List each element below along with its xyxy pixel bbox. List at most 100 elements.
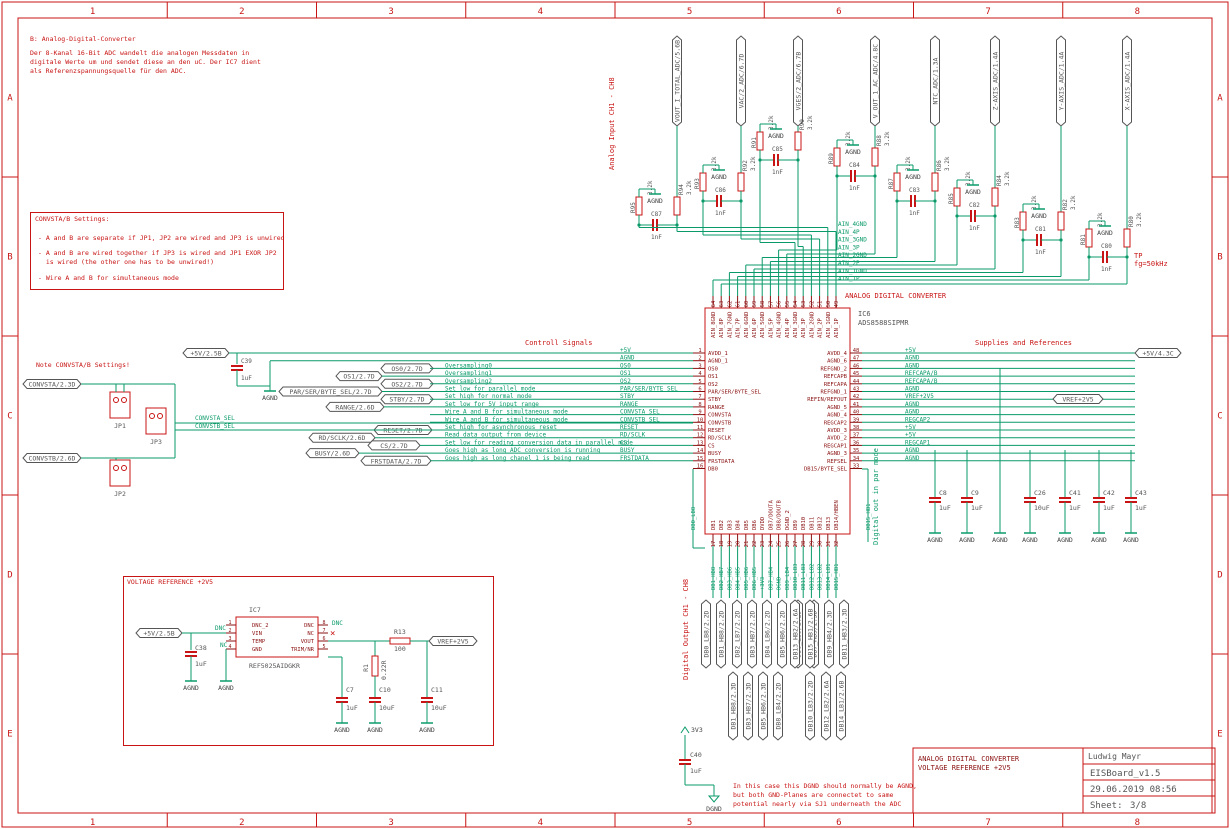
ctrl-net-label: RANGE bbox=[620, 401, 638, 408]
jumper-pin bbox=[121, 397, 127, 403]
analog-input-port-shape bbox=[990, 35, 1000, 127]
dgnd-label: DGND bbox=[706, 805, 722, 813]
ctrl-net-label: RD/SCLK bbox=[620, 432, 646, 439]
jumper-ref: JP3 bbox=[150, 438, 162, 446]
supply-net-label: REFCAPA/B bbox=[905, 378, 938, 385]
analog-rtop-value: 3.2k bbox=[1070, 195, 1077, 210]
adc-left-pin-number: 15 bbox=[697, 456, 704, 462]
supply-net-label: AGND bbox=[905, 455, 920, 462]
adc-right-pin-name: REFCAPA bbox=[824, 382, 848, 388]
ctrl-net-label: PAR/SER/BYTE_SEL bbox=[620, 386, 678, 393]
digital-port-top-shape bbox=[747, 599, 757, 669]
analog-rtop-value: 3.2k bbox=[807, 115, 814, 130]
ain-net-label: AIN_1GND bbox=[838, 268, 867, 275]
adc-top-pin-number: 58 bbox=[760, 301, 766, 308]
plus5v-port: +5V/2.5B bbox=[190, 350, 221, 358]
adc-right-pin-number: 34 bbox=[853, 456, 860, 462]
ctrl-description: Set low for 5V input range bbox=[445, 401, 539, 408]
adc-right-pin-name: REFCAPB bbox=[824, 374, 848, 380]
ain-net-label: AIN_3GND bbox=[838, 237, 867, 244]
vref-out-port-shape bbox=[428, 636, 478, 646]
vref-out-port: VREF+2V5 bbox=[437, 638, 468, 646]
adc-top-pin-number: 50 bbox=[826, 301, 832, 308]
v3v3-arrow bbox=[680, 726, 690, 734]
control-port: OS0/2.7D bbox=[391, 365, 422, 373]
convsta-port: CONVSTA/2.3D bbox=[29, 381, 76, 389]
col-label-bottom: 7 bbox=[985, 818, 990, 828]
analog-rbot-value: 3.2k bbox=[905, 156, 912, 171]
analog-input-port-shape bbox=[1056, 35, 1066, 127]
analog-rbot-value: 3.2k bbox=[1097, 212, 1104, 227]
ic7-right-number: 6 bbox=[322, 636, 325, 642]
analog-rtop-value: 3.2k bbox=[884, 131, 891, 146]
jumper-pin bbox=[113, 465, 119, 471]
col-label-bottom: 5 bbox=[687, 818, 692, 828]
adc-bottom-net-label: DB3_HB6 bbox=[727, 567, 733, 590]
analog-rtop-ref: R80 bbox=[1128, 216, 1135, 227]
ctrl-description: Wire A and B for simultaneous mode bbox=[445, 409, 568, 416]
digital-port-bottom-shape bbox=[743, 671, 753, 741]
analog-input-port-shape bbox=[870, 35, 880, 127]
vref-cap-ref: C10 bbox=[379, 686, 391, 694]
r1-ref: R1 bbox=[362, 664, 370, 672]
adc-bottom-pin-name: DB10 bbox=[801, 517, 807, 530]
adc-left-pin-name: RANGE bbox=[708, 405, 725, 411]
title-author: Ludwig Mayr bbox=[1088, 752, 1141, 761]
title-date: 29.06.2019 08:56 bbox=[1090, 785, 1177, 795]
adc-right-pin-number: 39 bbox=[853, 417, 860, 423]
analog-cap-value: 1nF bbox=[715, 210, 726, 217]
adc-left-pin-name: CONVSTA bbox=[708, 413, 732, 419]
supply-references: +5VAGNDAGNDREFCAPA/BREFCAPA/BAGNDVREF+2V… bbox=[862, 347, 1182, 544]
ic7-right-number: 8 bbox=[322, 620, 325, 626]
convst-rule-2: - A and B are wired together if JP3 is w… bbox=[38, 249, 277, 266]
v3v3-label: 3V3 bbox=[691, 726, 703, 734]
adc-left-pin-number: 10 bbox=[697, 417, 704, 423]
adc-left-pin-name: CONVSTB bbox=[708, 420, 732, 426]
ic7-right-name: VOUT bbox=[301, 639, 315, 645]
c38-value: 1uF bbox=[195, 660, 207, 668]
ic7-right-number: 7 bbox=[322, 628, 325, 634]
ic7-dnc-left: DNC bbox=[215, 625, 226, 632]
col-label-top: 6 bbox=[836, 7, 841, 17]
adc-left-pin-number: 4 bbox=[698, 371, 702, 377]
adc-right-pin-number: 38 bbox=[853, 425, 860, 431]
vref-cap-ref: C11 bbox=[431, 686, 443, 694]
agnd-label: AGND bbox=[965, 188, 981, 196]
c39-ref: C39 bbox=[241, 358, 252, 365]
adc-left-pin-number: 8 bbox=[698, 402, 701, 408]
analog-rtop-resistor bbox=[991, 187, 999, 207]
adc-bottom-pin-name: DB6 bbox=[752, 520, 758, 530]
adc-left-pin-name: RESET bbox=[708, 428, 725, 434]
convstb-port-shape bbox=[22, 453, 82, 463]
analog-input-port: VAC/2_ADC/6.7D bbox=[738, 54, 746, 109]
vref-cap-value: 1uF bbox=[346, 704, 358, 712]
agnd-label: AGND bbox=[959, 536, 975, 544]
col-label-bottom: 6 bbox=[836, 818, 841, 828]
analog-input-port-shape bbox=[793, 35, 803, 127]
adc-bottom-pin-name: DB7/DOUTA bbox=[768, 500, 774, 530]
adc-left-pin-name: PAR/SER/BYTE_SEL bbox=[708, 390, 762, 396]
digital-port-bottom-shape bbox=[821, 671, 831, 741]
adc-right-pin-name: AGND_5 bbox=[827, 405, 847, 411]
adc-top-pin-name: AIN_7P bbox=[736, 317, 742, 338]
analog-rbot-value: 3.2k bbox=[711, 156, 718, 171]
ctrl-description: Oversampling0 bbox=[445, 362, 492, 369]
digital-port-top-shape bbox=[701, 599, 711, 669]
c40-value: 1uF bbox=[690, 767, 702, 775]
adc-top-pin-number: 49 bbox=[834, 301, 840, 308]
col-label-top: 3 bbox=[388, 7, 393, 17]
col-label-top: 4 bbox=[538, 7, 543, 17]
supply-cap-ref: C42 bbox=[1103, 489, 1115, 497]
adc-left-pin-number: 14 bbox=[697, 448, 704, 454]
ctrl-net-label: OS0 bbox=[620, 362, 631, 369]
adc-top-pin-name: AIN_8P bbox=[719, 317, 725, 338]
adc-bottom-net-label: DB2_HB7 bbox=[719, 567, 725, 590]
convsta-port-shape bbox=[22, 379, 82, 389]
digital-port-bottom-shape bbox=[758, 671, 768, 741]
analog-rbot-ref: R85 bbox=[948, 193, 955, 204]
convst-jumpers: CONVSTA/2.3DCONVSTB/2.6DJP1JP2JP3CONVSTA… bbox=[22, 379, 693, 498]
adc-bottom-pin-name: DB14/HBEN bbox=[834, 500, 840, 530]
controll-signals-heading: Controll Signals bbox=[525, 339, 592, 347]
adc-top-pin-number: 54 bbox=[793, 300, 799, 307]
analog-input-port: X-AXIS_ADC/1.4A bbox=[1124, 52, 1132, 111]
